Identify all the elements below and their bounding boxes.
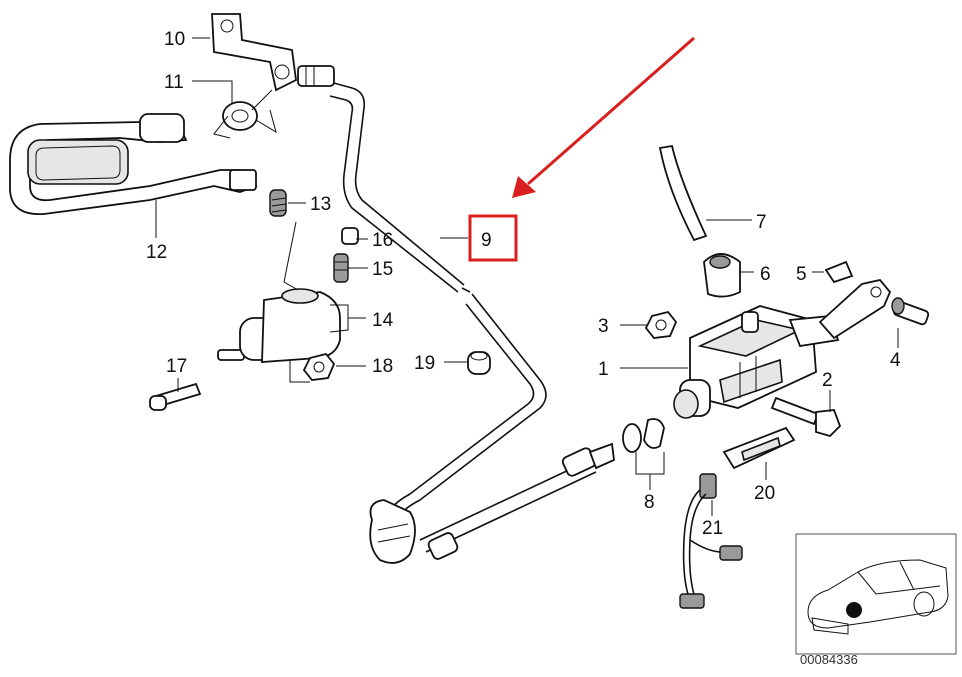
label-9: 9 xyxy=(481,230,492,251)
pointer-arrow xyxy=(512,36,695,198)
harness-21 xyxy=(679,473,743,609)
grommet-19 xyxy=(467,351,491,375)
label-19: 19 xyxy=(414,353,435,374)
label-1: 1 xyxy=(598,359,609,380)
hose-7 xyxy=(658,144,708,242)
label-20: 20 xyxy=(754,483,775,504)
label-6: 6 xyxy=(760,264,771,285)
clip-5 xyxy=(824,260,854,284)
label-12: 12 xyxy=(146,242,167,263)
hose-12 xyxy=(9,113,258,215)
label-21: 21 xyxy=(702,518,723,539)
bleeder-13 xyxy=(269,189,287,217)
label-4: 4 xyxy=(890,350,901,371)
highlight-part-9: 9 xyxy=(468,214,518,262)
highlight-box xyxy=(468,214,518,262)
pin-4 xyxy=(891,297,930,326)
bracket-10 xyxy=(211,13,297,92)
cylinder-1 xyxy=(673,305,840,419)
label-7: 7 xyxy=(756,212,767,233)
label-5: 5 xyxy=(796,264,807,285)
switch-20 xyxy=(722,426,796,470)
seal-set-8 xyxy=(622,418,665,453)
label-10: 10 xyxy=(164,29,185,50)
clevis-link xyxy=(818,279,892,340)
hydraulic-line-9 xyxy=(329,81,547,531)
leader-lines xyxy=(155,37,899,516)
label-2: 2 xyxy=(822,370,833,391)
label-3: 3 xyxy=(598,316,609,337)
label-16: 16 xyxy=(372,230,393,251)
label-14: 14 xyxy=(372,310,394,331)
boot-and-line xyxy=(369,442,615,564)
label-15: 15 xyxy=(372,259,393,280)
line-fitting-top xyxy=(297,65,335,87)
bushing-11 xyxy=(222,101,258,131)
location-dot xyxy=(846,602,862,618)
reference-code: 00084336 xyxy=(800,652,858,667)
nut-18 xyxy=(302,352,336,381)
valve-15 xyxy=(333,253,349,283)
cylinder-14 xyxy=(217,288,349,363)
bolt-17 xyxy=(149,382,202,411)
grommet-6 xyxy=(703,253,741,298)
label-13: 13 xyxy=(310,194,331,215)
bolt-2 xyxy=(770,396,842,438)
part-labels: 10 11 12 13 14 15 16 17 18 19 7 6 5 3 1 … xyxy=(146,29,901,539)
label-11: 11 xyxy=(164,72,184,93)
label-8: 8 xyxy=(644,492,655,513)
label-17: 17 xyxy=(166,356,187,377)
cap-16 xyxy=(341,227,359,245)
locator-inset xyxy=(795,533,957,655)
nut-3 xyxy=(644,310,678,339)
label-18: 18 xyxy=(372,356,393,377)
